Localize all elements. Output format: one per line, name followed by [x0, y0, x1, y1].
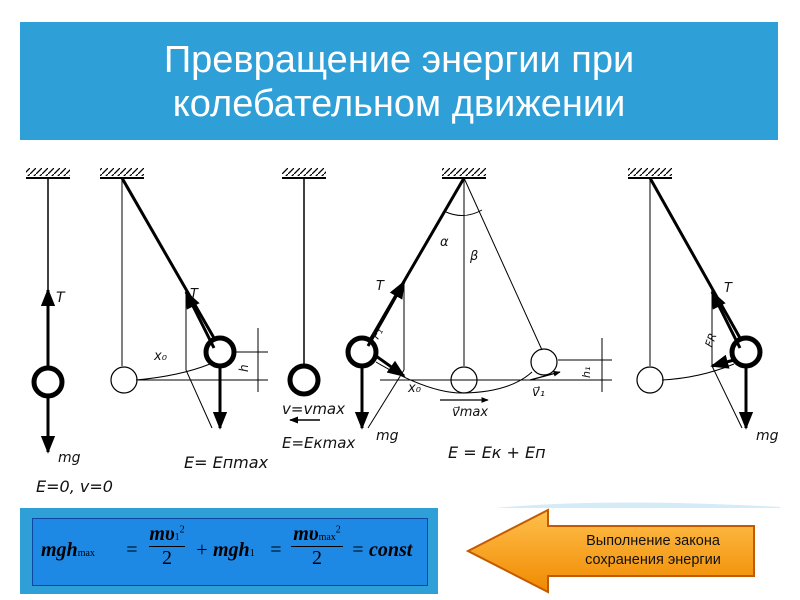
formula-frac-2: mυmax2 2: [289, 523, 345, 570]
pendulum-fig-1: T mg E=0, v=0: [31, 178, 113, 496]
formula-mgh: mghmax: [41, 539, 95, 561]
label-T-5: T: [724, 281, 733, 296]
formula-frac-1: mυ12 2: [149, 523, 185, 569]
callout-text: Выполнение закона сохранения энергии: [558, 532, 748, 570]
label-FR: FR: [703, 331, 720, 349]
formula-const: const: [369, 539, 413, 561]
title-line-1: Превращение энергии при: [163, 39, 635, 81]
left-arrow-icon: [466, 508, 755, 594]
label-T-4: T: [376, 279, 385, 294]
callout-line-2: сохранения энергии: [585, 552, 721, 568]
formula-panel: mghmax = mυ12 2 + mgh1 = mυmax2 2 = cons…: [20, 508, 438, 594]
pendulum-fig-5: T FR mg: [636, 177, 779, 444]
label-x0-4: x₀: [407, 381, 422, 396]
pendulum-fig-2: x₀ h T E= Eпmax: [110, 177, 269, 472]
caption-fig-3-line-2: E=Eкmax: [282, 434, 355, 452]
callout-line-1: Выполнение закона: [586, 533, 720, 549]
ceiling-supports: [26, 168, 672, 179]
pendulum-fig-3: v=vmax E=Eкmax: [282, 178, 355, 452]
pendulum-diagram: T mg E=0, v=0 x₀ h T E= Eпmax v=vmax E=E…: [26, 168, 781, 508]
label-mg: mg: [58, 450, 81, 466]
label-beta: β: [469, 249, 478, 264]
formula-sub-max: max: [77, 548, 95, 559]
label-alpha: α: [440, 235, 449, 250]
energy-conservation-formula: mghmax = mυ12 2 + mgh1 = mυmax2 2 = cons…: [32, 518, 428, 586]
label-x0: x₀: [153, 349, 168, 364]
caption-fig-3-line-1: v=vmax: [282, 400, 345, 418]
formula-eq-1: =: [125, 539, 139, 561]
pendulum-fig-4: α β T F₁ x₀ mg v⃗max v⃗₁ h₁ E = Eк + Eп: [345, 177, 612, 462]
formula-plus: +: [195, 539, 209, 561]
label-h: h: [237, 364, 251, 372]
formula-eq-2: =: [269, 539, 283, 561]
label-h1: h₁: [580, 367, 593, 378]
label-mg-4: mg: [376, 428, 399, 444]
label-T: T: [56, 290, 66, 306]
label-mg-5: mg: [756, 428, 779, 444]
caption-fig-1: E=0, v=0: [36, 477, 113, 496]
label-v1: v⃗₁: [532, 385, 545, 400]
callout-arrow: Выполнение закона сохранения энергии: [466, 508, 758, 594]
formula-eq-3: =: [351, 539, 365, 561]
title-bar: Превращение энергии при колебательном дв…: [20, 22, 778, 140]
label-T-2: T: [190, 287, 199, 302]
formula-mgh1: mgh1: [213, 539, 255, 561]
caption-fig-4: E = Eк + Eп: [448, 443, 546, 462]
label-vmax: v⃗max: [452, 405, 488, 420]
slide-title: Превращение энергии при колебательном дв…: [20, 38, 778, 126]
caption-fig-2: E= Eпmax: [184, 453, 269, 472]
title-line-2: колебательном движении: [172, 83, 626, 125]
